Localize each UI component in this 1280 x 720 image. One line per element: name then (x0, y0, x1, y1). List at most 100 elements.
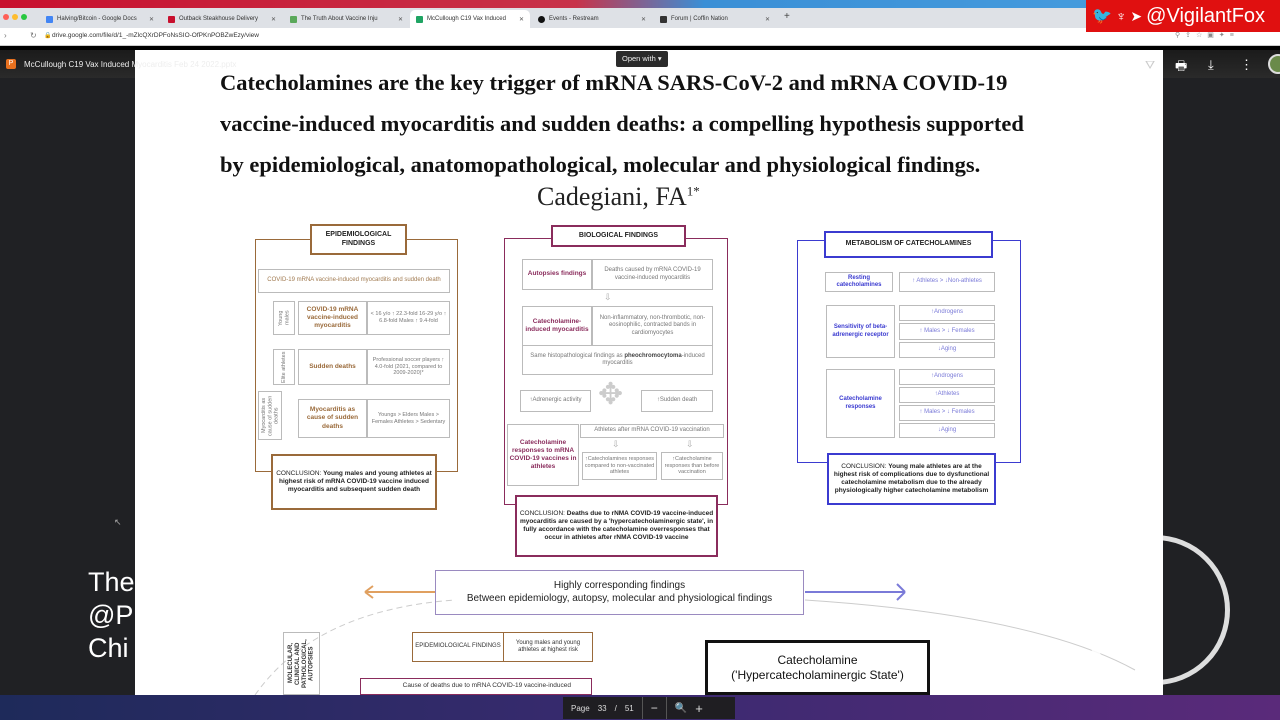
meta-resp-item: ↓Aging (899, 423, 995, 438)
author-affiliation: 1* (686, 183, 700, 199)
add-shortcut-icon[interactable]: ⛛ (1145, 58, 1156, 72)
close-tab-icon[interactable]: ✕ (270, 16, 276, 23)
download-icon[interactable]: ⤓ (1208, 57, 1214, 72)
slide-title-line-2: vaccine-induced myocarditis and sudden d… (220, 111, 1024, 136)
overlay-line: Chi (88, 633, 129, 663)
browser-toolbar-icons[interactable]: ⚲⇪☆▣✦≡ (1175, 32, 1239, 39)
page-current-input[interactable]: 33 (597, 703, 607, 713)
overlay-line: @P (88, 600, 134, 630)
lock-icon[interactable]: 🔒 (44, 33, 52, 39)
close-tab-icon[interactable]: ✕ (764, 16, 770, 23)
meta-responses: Catecholamine responses (826, 369, 895, 438)
same-findings-bold: pheochromocytoma (624, 352, 682, 359)
close-tab-icon[interactable]: ✕ (518, 16, 524, 23)
conclusion-label: CONCLUSION: (276, 469, 324, 477)
epi-side-label: Young males (277, 310, 290, 326)
slide-author: Cadegiani, FA1* (537, 182, 700, 212)
control-divider (641, 697, 643, 719)
close-tab-icon[interactable]: ✕ (148, 16, 154, 23)
down-arrow-icon: ⇩ (612, 439, 620, 449)
meta-resp-item: ↑Androgens (899, 369, 995, 385)
telegram-icon: ➤ (1130, 7, 1143, 24)
top-gradient-strip (0, 0, 1280, 8)
bio-autopsies: Autopsies findings (522, 259, 592, 290)
meta-header: METABOLISM OF CATECHOLAMINES (824, 231, 993, 258)
open-with-button[interactable]: Open with ▾ (616, 51, 668, 67)
close-tab-icon[interactable]: ✕ (397, 16, 403, 23)
tab-outback[interactable]: Outback Steakhouse Delivery✕ (162, 10, 282, 28)
tab-mccullough[interactable]: McCullough C19 Vax Induced✕ (410, 10, 530, 28)
control-divider (665, 697, 667, 719)
epi-side-label: Myocarditis as cause of sudden deaths (260, 395, 280, 436)
torch-icon: ♆ (1115, 8, 1127, 24)
highly-subtitle: Between epidemiology, autopsy, molecular… (466, 592, 773, 604)
tab-label: Forum | Coffin Nation (671, 16, 728, 22)
pptx-file-icon: P (6, 59, 16, 69)
page-favicon-icon (290, 15, 297, 23)
epi-side-label: Elite athletes (280, 351, 287, 383)
highly-title: Highly corresponding findings (553, 580, 686, 591)
bottom-epi-box: EPIDEMIOLOGICAL FINDINGS (412, 632, 504, 662)
file-name: McCullough C19 Vax Induced Myocarditis F… (24, 60, 237, 69)
tab-coffin-nation[interactable]: Forum | Coffin Nation ✕ (654, 10, 776, 28)
more-options-icon[interactable]: ⋮ (1240, 57, 1253, 72)
reload-icon[interactable]: ↻ (30, 31, 37, 40)
url-field[interactable]: drive.google.com/file/d/1_-mZlcQXrDPFoNs… (52, 32, 259, 39)
epi-intro: COVID-19 mRNA vaccine-induced myocarditi… (258, 269, 450, 293)
window-controls[interactable] (3, 14, 27, 20)
tab-label: Events - Restream (549, 16, 599, 22)
epi-row-main: Sudden deaths (298, 349, 367, 385)
new-tab-button[interactable]: + (784, 11, 790, 22)
restream-favicon-icon (538, 15, 545, 23)
close-window-icon[interactable] (3, 14, 9, 20)
forward-icon[interactable]: › (4, 31, 7, 40)
drive-favicon-icon (416, 15, 423, 23)
bottom-young-box: Young males and young athletes at highes… (503, 632, 593, 662)
tab-restream[interactable]: Events - Restream ✕ (532, 10, 652, 28)
bio-response-a: ↑Catecholamines responses compared to no… (582, 452, 657, 480)
right-arrow (805, 583, 906, 601)
arc-left (254, 599, 456, 695)
zoom-icon: 🔍 (674, 702, 688, 714)
tab-label: The Truth About Vaccine Inju (301, 16, 378, 22)
zoom-out-button[interactable]: − (650, 701, 658, 715)
address-bar: › ↻ 🔒 ⚲⇪☆▣✦≡ (0, 28, 1280, 46)
meta-resp-item: ↑ Males > ↓ Females (899, 405, 995, 421)
bottom-cause-box: Cause of deaths due to mRNA COVID-19 vac… (360, 678, 592, 695)
meta-sens-item: ↑Androgens (899, 305, 995, 321)
meta-resting-detail: ↑ Athletes > ↓Non-athletes (899, 272, 995, 292)
conclusion-text: Young males and young athletes at highes… (278, 469, 432, 494)
tab-halving[interactable]: Halving/Bitcoin - Google Docs✕ (40, 10, 160, 28)
epi-row-detail: < 16 y/o ↑ 22.3-fold 16-29 y/o ↑ 6.8-fol… (367, 301, 450, 335)
meta-conclusion: CONCLUSION: Young male athletes are at t… (827, 453, 996, 505)
slide-page (135, 50, 1163, 695)
bio-response-b: ↑Catecholamine responses than before vac… (661, 452, 723, 480)
bio-adrenergic: ↑Adrenergic activity (520, 390, 591, 412)
account-avatar[interactable] (1268, 54, 1280, 74)
catecholamine-title: Catecholamine (777, 652, 858, 667)
bio-sudden-death: ↑Sudden death (641, 390, 713, 412)
conclusion-text: Young male athletes are at the highest r… (833, 462, 990, 495)
meta-resp-item: ↑Athletes (899, 387, 995, 403)
vigilantfox-badge: 🐦 ♆ ➤ @VigilantFox (1086, 0, 1280, 32)
conclusion-label: CONCLUSION: (841, 462, 889, 470)
zoom-in-button[interactable]: + (695, 700, 703, 716)
divider (0, 46, 1280, 50)
maximize-window-icon[interactable] (21, 14, 27, 20)
author-name: Cadegiani, FA (537, 182, 687, 211)
conclusion-text: Deaths due to rNMA COVID-19 vaccine-indu… (519, 509, 714, 542)
print-icon[interactable]: 🖶 (1175, 58, 1188, 73)
close-tab-icon[interactable]: ✕ (640, 16, 646, 23)
left-overlay-text: The @P Chi (88, 566, 135, 665)
epi-row-main: COVID-19 mRNA vaccine-induced myocarditi… (298, 301, 367, 335)
minimize-window-icon[interactable] (12, 14, 18, 20)
brand-handle: @VigilantFox (1146, 4, 1266, 27)
bottom-catecholamine-box: Catecholamine('Hypercatecholaminergic St… (705, 640, 930, 695)
overlay-line: The (88, 567, 135, 597)
bio-autopsies-detail: Deaths caused by mRNA COVID-19 vaccine-i… (592, 259, 713, 290)
tab-truth-vaccine[interactable]: The Truth About Vaccine Inju ✕ (284, 10, 409, 28)
bio-responses: Catecholamine responses to mRNA COVID-19… (507, 424, 579, 486)
left-arrow (364, 585, 435, 599)
meta-sens-item: ↑ Males > ↓ Females (899, 323, 995, 340)
